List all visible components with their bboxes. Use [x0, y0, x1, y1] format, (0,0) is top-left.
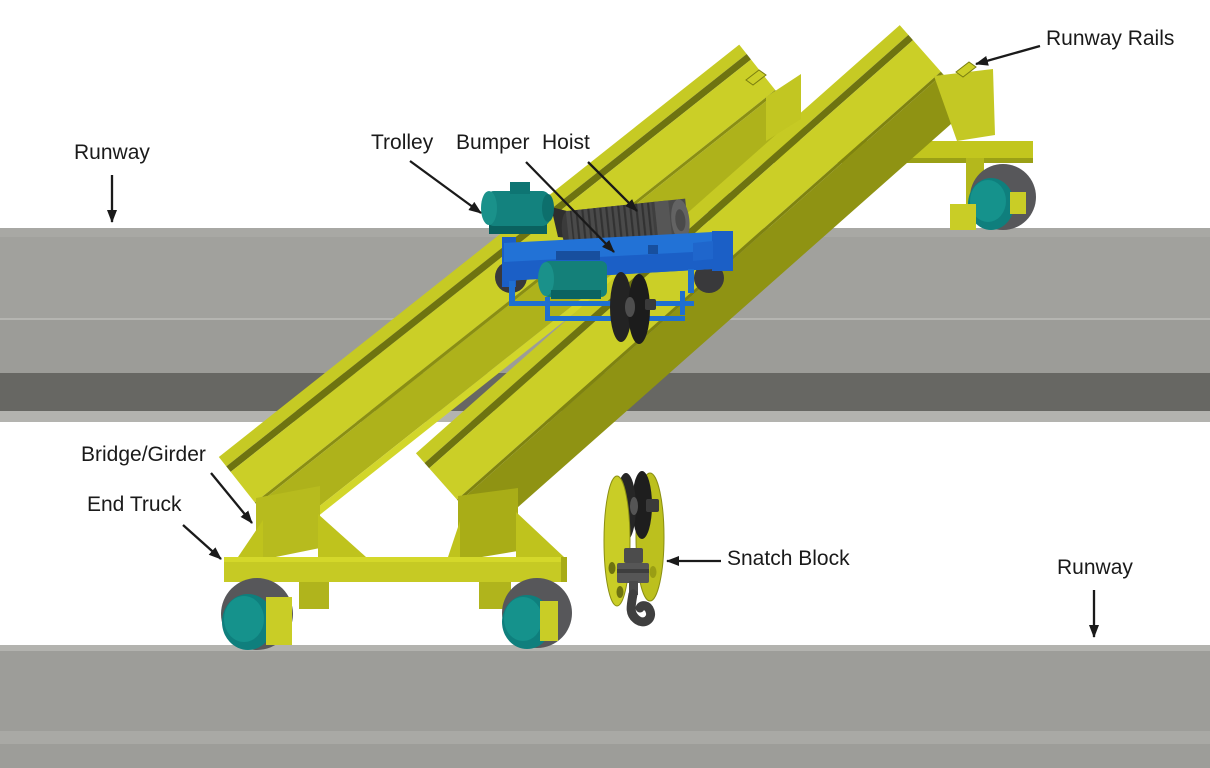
plate-hole [616, 586, 624, 598]
arrow-bumper [525, 161, 615, 253]
end-truck-leg [299, 582, 329, 609]
trolley-drive-motor [481, 182, 554, 234]
motor-body [486, 191, 550, 226]
gusset-plate [516, 512, 564, 557]
drum-collar-line [651, 201, 659, 244]
runway-face [0, 651, 1210, 731]
sheave-hub [630, 497, 638, 515]
callout-bumper: Bumper [456, 131, 615, 253]
arrow-end-truck [182, 524, 222, 560]
callout-runway-left: Runway [74, 141, 150, 223]
motor-base [489, 224, 547, 234]
block-front-plate [603, 475, 631, 607]
wheel-motor-face [504, 597, 542, 641]
girder-rear-near-end-face [458, 488, 518, 561]
plate-hole [649, 566, 657, 578]
gusset-plate [238, 520, 263, 557]
deck-opening [648, 245, 658, 254]
motor-end-cap [538, 262, 554, 296]
snatch-block [603, 471, 665, 627]
block-axle-pin [646, 499, 659, 512]
plate-hole [608, 562, 616, 574]
girder-back-edge [218, 44, 747, 467]
motor-end-cap [481, 191, 497, 225]
gusset-plate [318, 514, 366, 557]
label-runway-right: Runway [1057, 556, 1133, 579]
wheel-motor-face [970, 180, 1006, 222]
callout-bridge-girder: Bridge/Girder [81, 443, 253, 524]
label-snatch-block: Snatch Block [727, 547, 850, 570]
runway-seam [0, 731, 1210, 744]
lower-runway-beam [0, 645, 1210, 768]
girder-front-near-end-face [256, 486, 320, 561]
hoist-motor [538, 261, 607, 299]
block-swivel-band [617, 569, 649, 573]
wheel-motor-face [224, 596, 264, 642]
arrow-trolley [409, 160, 482, 214]
label-runway-rails: Runway Rails [1046, 27, 1174, 50]
girder-front-edge [254, 90, 778, 505]
drum-hub [675, 209, 686, 232]
girder-end-faces [256, 61, 995, 561]
frame-bar [509, 301, 694, 306]
rail-end-front-girder [745, 69, 767, 86]
block-sheave [632, 471, 652, 539]
frame-bar [545, 297, 550, 319]
frame-bar [680, 291, 685, 315]
label-bumper: Bumper [456, 131, 530, 154]
hook-icon [626, 589, 656, 627]
girder-rail-groove [226, 53, 752, 472]
frame-right-arm [693, 241, 713, 261]
trolley-sheaves [610, 272, 656, 344]
callout-runway-right: Runway [1057, 556, 1133, 638]
callout-hoist: Hoist [542, 131, 638, 212]
frame-bar [509, 281, 515, 303]
arrow-runway-rails [975, 44, 1041, 66]
sheave-wheel [610, 272, 632, 342]
callout-trolley: Trolley [371, 131, 482, 214]
motor-body [543, 261, 607, 297]
girder-front-far-end-face [766, 74, 801, 141]
deck-opening [556, 251, 600, 260]
label-runway-left: Runway [74, 141, 150, 164]
callout-end-truck: End Truck [87, 493, 222, 560]
sheave-wheel [628, 274, 650, 344]
rail-end-rear-girder [955, 61, 977, 78]
motor-junction-box [510, 182, 530, 194]
frame-bar [688, 269, 694, 293]
wheel-bracket [950, 204, 976, 230]
gusset-plate [448, 521, 460, 557]
frame-right-block [712, 231, 733, 271]
block-bolt-head [624, 548, 643, 563]
girder-side-face [458, 73, 972, 535]
arrow-bridge-girder [210, 472, 253, 524]
label-hoist: Hoist [542, 131, 590, 154]
drum-collar [654, 200, 673, 244]
motor-end-ring [542, 194, 554, 222]
motor-fins [551, 290, 601, 299]
label-trolley: Trolley [371, 131, 434, 154]
arrow-hoist [587, 161, 638, 212]
runway-lower-face [0, 744, 1210, 768]
wheel-bracket [1010, 192, 1026, 214]
end-truck-beam-highlight [224, 557, 567, 562]
runway-top-edge [0, 645, 1210, 651]
hook-shank [629, 581, 638, 595]
trolley-assembly [481, 182, 733, 344]
near-end-truck [221, 512, 572, 650]
girder-rear-far-end-face [934, 69, 995, 141]
label-bridge-girder: Bridge/Girder [81, 443, 206, 466]
sheave-axle [645, 299, 656, 310]
wheel-bracket [540, 601, 558, 641]
end-truck-beam-cap [561, 557, 567, 582]
label-end-truck: End Truck [87, 493, 182, 516]
callout-snatch-block: Snatch Block [666, 547, 850, 570]
wheel-bracket [266, 597, 292, 645]
sheave-hub [625, 297, 635, 317]
callout-runway-rails: Runway Rails [975, 27, 1174, 66]
